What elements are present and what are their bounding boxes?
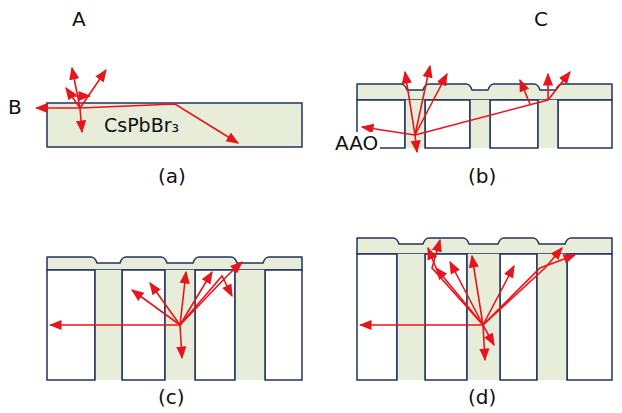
pore-wall bbox=[264, 270, 266, 380]
pore-wall bbox=[424, 100, 426, 148]
light-ray bbox=[80, 108, 82, 132]
pore-wall bbox=[499, 254, 501, 380]
light-ray bbox=[150, 283, 180, 325]
light-ray bbox=[360, 324, 483, 326]
aao-wall bbox=[425, 254, 467, 380]
light-ray bbox=[180, 276, 232, 325]
material-label: CsPbBr₃ bbox=[104, 114, 179, 136]
light-ray bbox=[483, 255, 575, 325]
aao-pore bbox=[538, 100, 558, 148]
pore-wall bbox=[404, 100, 406, 148]
aao-pore bbox=[397, 254, 425, 380]
pore-wall bbox=[396, 254, 398, 380]
light-ray bbox=[415, 74, 447, 135]
pore-wall bbox=[466, 254, 468, 380]
aao-pore bbox=[467, 254, 500, 380]
pore-wall bbox=[489, 100, 491, 148]
light-ray bbox=[180, 325, 182, 358]
pore-wall bbox=[424, 254, 426, 380]
panel-caption: (b) bbox=[468, 165, 496, 187]
light-ray bbox=[415, 72, 570, 135]
aao-wall bbox=[558, 100, 612, 148]
light-ray bbox=[180, 262, 242, 325]
aao-wall bbox=[567, 254, 612, 380]
aao-wall bbox=[195, 270, 235, 380]
pore-wall bbox=[536, 254, 538, 380]
light-ray bbox=[415, 66, 430, 135]
material-label: AAO bbox=[333, 132, 380, 154]
aao-wall bbox=[425, 100, 470, 148]
light-ray bbox=[483, 266, 514, 325]
panel-caption: (a) bbox=[158, 165, 186, 187]
callout-letter: A bbox=[72, 8, 86, 30]
perovskite-layer bbox=[357, 238, 612, 254]
light-ray bbox=[132, 290, 180, 325]
light-ray bbox=[483, 325, 485, 360]
callout-letter: C bbox=[534, 8, 548, 30]
light-ray bbox=[36, 107, 80, 109]
light-ray bbox=[520, 80, 530, 104]
light-ray bbox=[80, 70, 106, 108]
callout-letter: B bbox=[8, 96, 22, 118]
aao-wall bbox=[265, 270, 302, 380]
light-ray bbox=[72, 95, 90, 97]
light-ray bbox=[80, 104, 238, 143]
perovskite-layer bbox=[47, 257, 302, 270]
film-region: CsPbBr₃ bbox=[100, 110, 183, 140]
aao-wall bbox=[490, 100, 538, 148]
pore-wall bbox=[537, 100, 539, 148]
light-ray bbox=[483, 325, 494, 345]
light-ray bbox=[405, 72, 415, 135]
light-ray bbox=[415, 135, 417, 152]
light-ray bbox=[180, 272, 212, 325]
pore-wall bbox=[469, 100, 471, 148]
pore-wall bbox=[557, 100, 559, 148]
panel-caption: (c) bbox=[158, 386, 185, 408]
aao-wall bbox=[357, 254, 397, 380]
pore-wall bbox=[194, 270, 196, 380]
pore-wall bbox=[234, 270, 236, 380]
light-ray bbox=[432, 240, 483, 325]
aao-wall bbox=[500, 254, 537, 380]
aao-pore bbox=[235, 270, 265, 380]
light-ray bbox=[428, 248, 436, 268]
aao-pore bbox=[537, 254, 567, 380]
perovskite-layer bbox=[357, 84, 612, 100]
light-ray bbox=[50, 324, 180, 326]
aao-pore bbox=[470, 100, 490, 148]
pore-wall bbox=[566, 254, 568, 380]
light-ray bbox=[72, 68, 80, 108]
light-ray bbox=[547, 74, 549, 100]
panel-caption: (d) bbox=[468, 386, 496, 408]
perovskite-film bbox=[47, 103, 302, 147]
